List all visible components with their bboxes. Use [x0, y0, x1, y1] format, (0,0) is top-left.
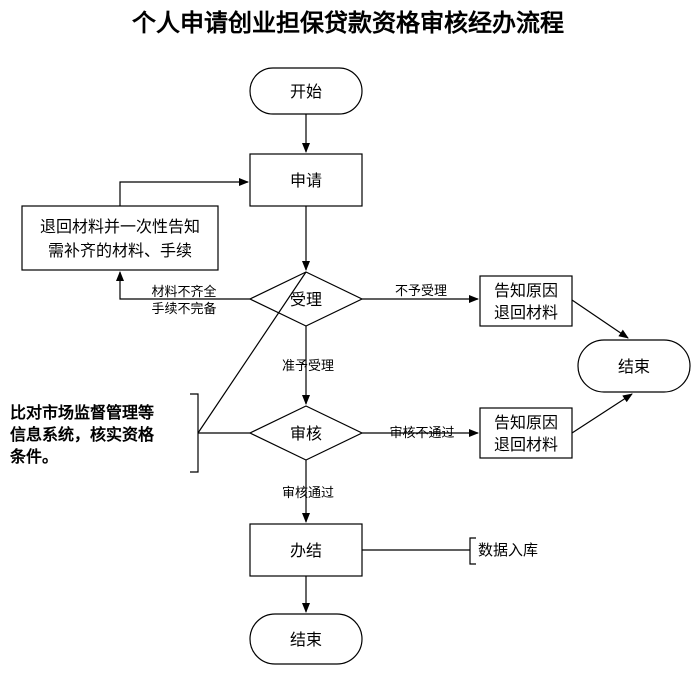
apply-node-label: 申请 [290, 171, 322, 190]
process-node-label: 办结 [290, 541, 322, 560]
edge-notify2-end [571, 393, 633, 434]
edge-notify1-end [571, 299, 629, 339]
label-not-accepted: 不予受理 [395, 284, 447, 299]
page-title: 个人申请创业担保贷款资格审核经办流程 [132, 8, 564, 37]
annotation-compare-line2: 信息系统，核实资格 [10, 425, 155, 444]
apply-node [249, 153, 363, 207]
notify-node-1-line1: 告知原因 [494, 281, 558, 300]
process-node [249, 523, 363, 577]
annotation-database: 数据入库 [478, 541, 538, 559]
return-materials-line1: 退回材料并一次性告知 [40, 217, 200, 236]
start-node-label: 开始 [290, 82, 322, 101]
notify-node-2 [479, 407, 573, 459]
review-decision-label: 审核 [290, 424, 322, 443]
label-accepted: 准予受理 [282, 359, 334, 374]
return-materials-node [21, 205, 219, 271]
end-node-side [577, 339, 691, 393]
annotation-bracket [190, 393, 199, 473]
end-node-side-label: 结束 [618, 357, 650, 376]
annotation-compare-line1: 比对市场监督管理等 [10, 403, 154, 422]
notify-node-1-line2: 退回材料 [494, 303, 558, 322]
database-bracket [469, 537, 476, 565]
end-node-main [249, 613, 363, 665]
label-not-approved: 审核不通过 [389, 426, 454, 441]
notify-node-2-line2: 退回材料 [494, 435, 558, 454]
label-incomplete-line2: 手续不完备 [151, 301, 216, 317]
label-incomplete-line1: 材料不齐全 [151, 284, 216, 300]
edge-accept-return [116, 271, 250, 300]
annotation-connector-accept [197, 271, 307, 434]
notify-node-1 [479, 275, 573, 327]
end-node-main-label: 结束 [290, 630, 322, 649]
edge-return-apply [119, 178, 249, 206]
annotation-compare-line3: 条件。 [9, 447, 58, 466]
accept-decision-label: 受理 [290, 290, 322, 309]
label-approved: 审核通过 [282, 486, 334, 501]
return-materials-line2: 需补齐的材料、手续 [48, 241, 192, 260]
notify-node-2-line1: 告知原因 [494, 413, 558, 432]
